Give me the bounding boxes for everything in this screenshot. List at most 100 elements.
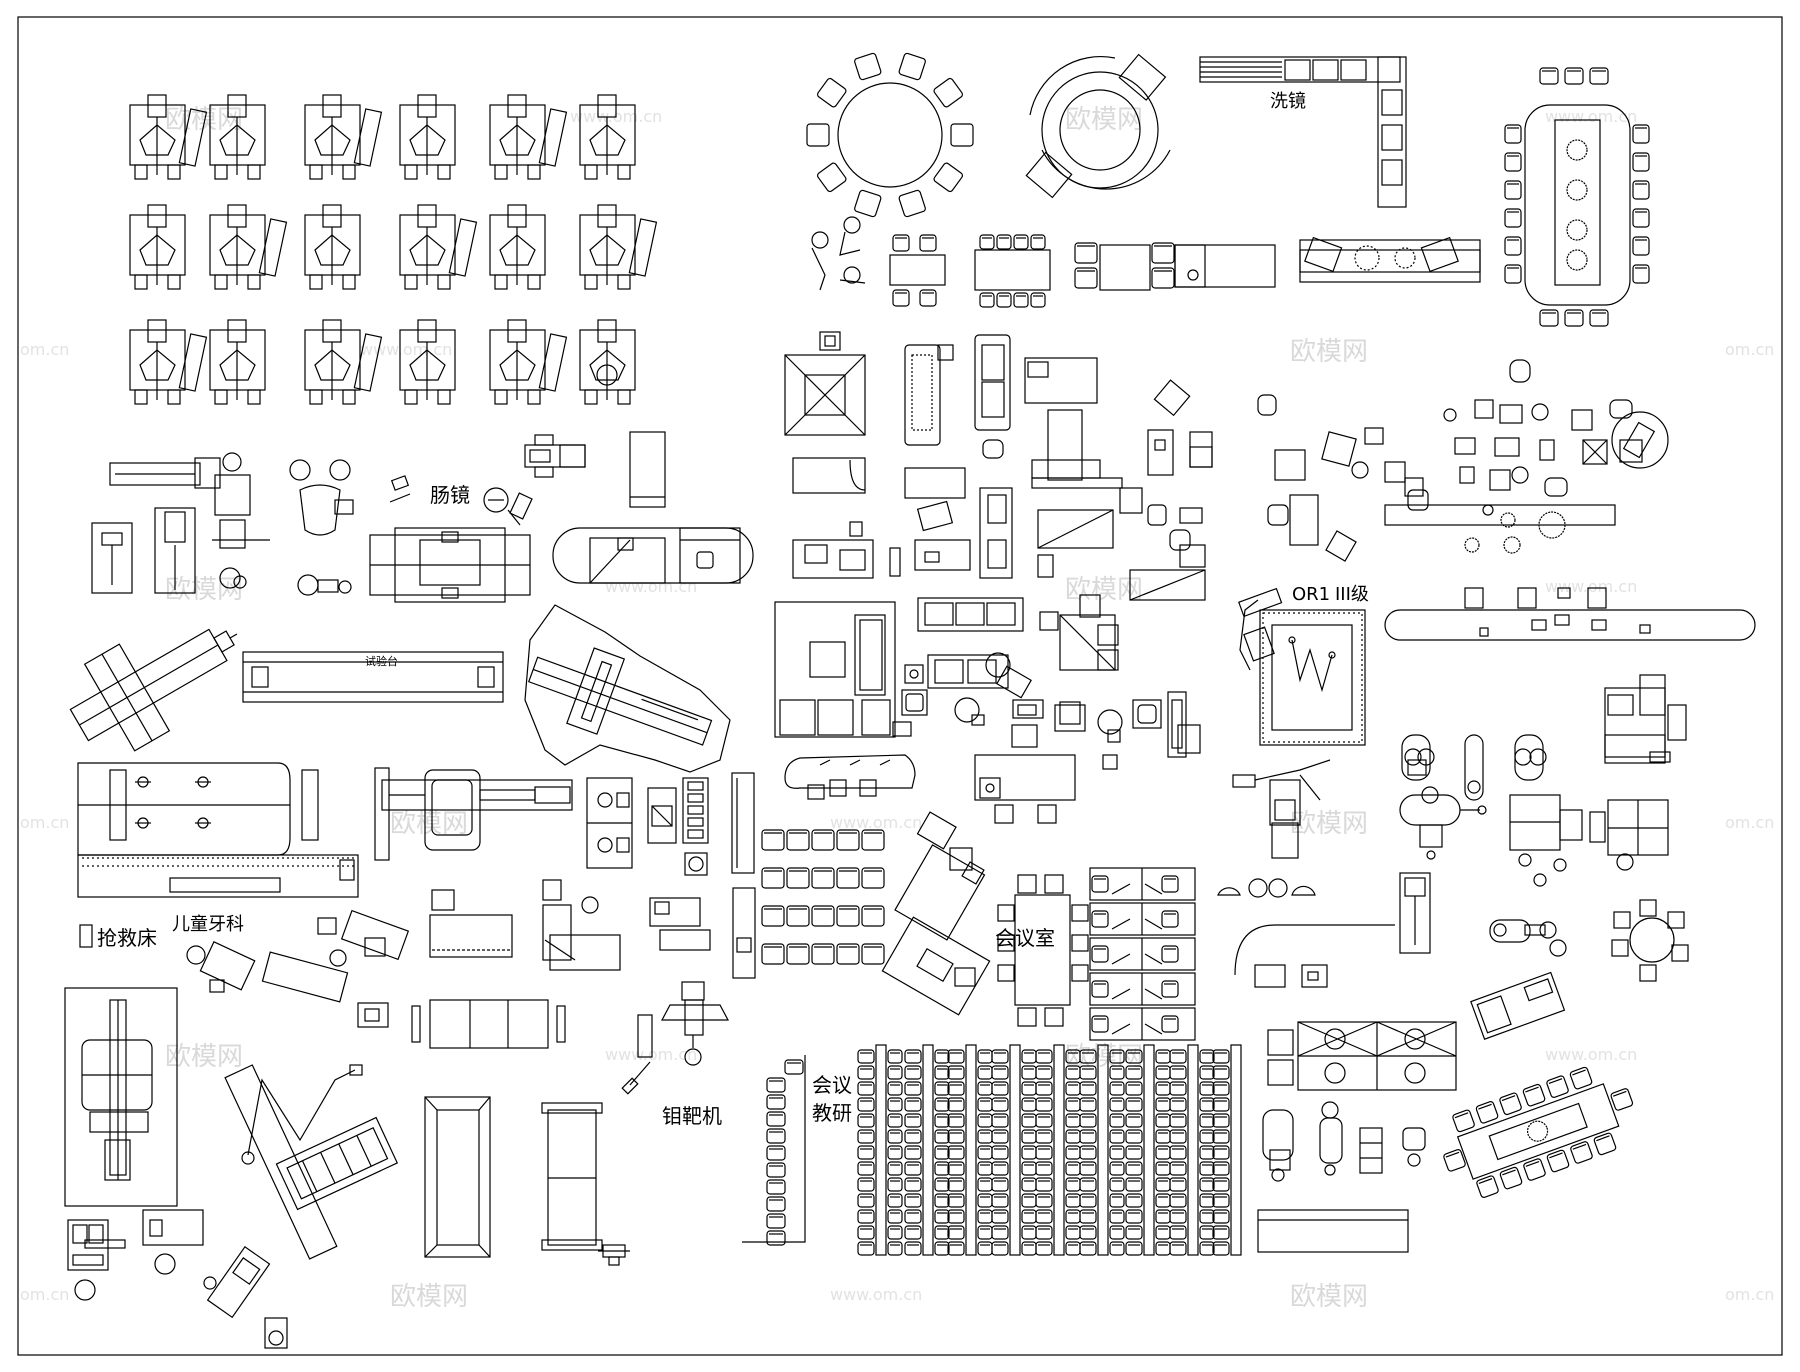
- teaching-chair: [766, 1230, 786, 1246]
- lecture-hall-seat: [1079, 1209, 1097, 1224]
- lecture-hall-seat: [1212, 1097, 1230, 1112]
- conference-chair: [1476, 1175, 1499, 1198]
- chair: [919, 234, 937, 252]
- lecture-hall-seat: [1199, 1145, 1215, 1160]
- lecture-hall-seat: [904, 1177, 922, 1192]
- round-table-chair: [854, 189, 882, 218]
- planter-bench: [1299, 236, 1481, 283]
- machine-foot: [309, 274, 323, 290]
- conference-chair: [1546, 1075, 1569, 1098]
- machine-seat: [314, 234, 351, 266]
- lecture-hall-seat: [1065, 1225, 1081, 1240]
- lecture-hall-seat: [1035, 1177, 1053, 1192]
- lecture-hall-seat: [887, 1065, 903, 1080]
- toilet-room-fixtures: [1443, 359, 1669, 554]
- conference-table-center: [1488, 1102, 1588, 1161]
- lecture-hall-seat: [904, 1193, 922, 1208]
- watermark-url: om.cn: [20, 813, 69, 832]
- lecture-hall-seat: [991, 1193, 1009, 1208]
- arch-shapes: [1217, 878, 1316, 898]
- lecture-hall-seat: [977, 1209, 993, 1224]
- round-table-chair: [816, 77, 847, 108]
- machine-seat: [139, 234, 176, 266]
- oval-table-chair: [1632, 208, 1650, 228]
- long-desk: [411, 999, 566, 1049]
- bench-sofa-row: [792, 457, 971, 579]
- machine-bench: [448, 218, 478, 277]
- sofa-vertical: [979, 487, 1143, 579]
- meeting-line2-label: 教研: [812, 1101, 852, 1125]
- machine-foot: [134, 274, 148, 290]
- lecture-hall-seat: [1021, 1049, 1037, 1064]
- machine-seat: [314, 349, 351, 381]
- lecture-hall-seat: [1155, 1049, 1171, 1064]
- watermark-url: www.om.cn: [1545, 577, 1637, 596]
- colonoscope-area: 肠镜: [369, 431, 754, 603]
- machine-seat: [219, 124, 256, 156]
- machine-seat: [409, 124, 446, 156]
- teaching-chair: [766, 1111, 786, 1127]
- lecture-hall-seat: [991, 1145, 1009, 1160]
- machine-bench: [538, 108, 568, 167]
- oval-table-top: [1524, 104, 1631, 306]
- chair-back: [1548, 1078, 1563, 1084]
- tall-cabinet-round: [904, 344, 954, 446]
- operating-room-or1: OR1 III级: [1238, 584, 1369, 746]
- machine-foot: [437, 389, 451, 405]
- lecture-hall-seat: [977, 1145, 993, 1160]
- lecture-hall-seat: [857, 1209, 875, 1224]
- round-dining-table: [806, 52, 974, 218]
- machine-foot: [437, 164, 451, 180]
- oval-table-chair: [1632, 152, 1650, 172]
- lecture-hall-seat: [1125, 1177, 1143, 1192]
- lecture-hall-seat: [1065, 1097, 1081, 1112]
- lecture-hall-seat: [1125, 1097, 1143, 1112]
- or1-label: OR1: [1292, 584, 1330, 605]
- lecture-hall-seat: [1079, 1225, 1097, 1240]
- cubicle-keyboard: [1111, 918, 1131, 930]
- lecture-hall-seat: [1109, 1129, 1125, 1144]
- cubicle-chair: [1091, 945, 1109, 963]
- office-desk-angled-bottom: [881, 916, 991, 1016]
- pediatric-dental-label: 儿童牙科: [172, 914, 244, 935]
- lecture-hall-seat: [1199, 1209, 1215, 1224]
- teaching-chair: [766, 1145, 786, 1161]
- lecture-hall-seat: [991, 1065, 1009, 1080]
- waiting-seat: [811, 943, 835, 965]
- machine-foot: [167, 164, 181, 180]
- chair: [1013, 234, 1029, 250]
- corridor-outline: [1234, 924, 1395, 988]
- conference-chair: [1546, 1149, 1570, 1173]
- chair: [892, 289, 910, 307]
- lecture-hall-seat: [857, 1193, 875, 1208]
- gym-machine-icon: [129, 94, 208, 180]
- lecture-hall-seat: [1169, 1193, 1187, 1208]
- lecture-hall-seat: [1212, 1065, 1230, 1080]
- oval-table-center: [1554, 119, 1601, 286]
- lecture-hall-seat: [1125, 1241, 1143, 1256]
- watermark-text: 欧模网: [390, 809, 468, 839]
- machine-weight-stack: [507, 319, 527, 343]
- chair: [996, 292, 1012, 308]
- lecture-hall-seat: [1109, 1209, 1125, 1224]
- teaching-chair: [766, 1196, 786, 1212]
- lecture-hall-seat: [947, 1145, 965, 1160]
- machine-seat: [499, 124, 536, 156]
- lecture-hall-seat: [857, 1161, 875, 1176]
- lecture-hall-seat: [1079, 1049, 1097, 1064]
- lecture-hall-seat: [991, 1177, 1009, 1192]
- lecture-hall-seat: [1079, 1161, 1097, 1176]
- lecture-hall-seat: [887, 1161, 903, 1176]
- reception-desk-top: [1174, 244, 1276, 288]
- lecture-hall-seat: [1035, 1241, 1053, 1256]
- lecture-hall-seat: [1125, 1113, 1143, 1128]
- machine-seat: [219, 349, 256, 381]
- lecture-hall-seat: [904, 1209, 922, 1224]
- lounge-top-right: [1257, 394, 1429, 562]
- lecture-hall-seat: [1109, 1241, 1125, 1256]
- cubicle-keyboard: [1144, 883, 1163, 895]
- watermark-text: 欧模网: [1290, 1282, 1368, 1312]
- machine-foot: [247, 274, 261, 290]
- lecture-hall-seat: [857, 1081, 875, 1096]
